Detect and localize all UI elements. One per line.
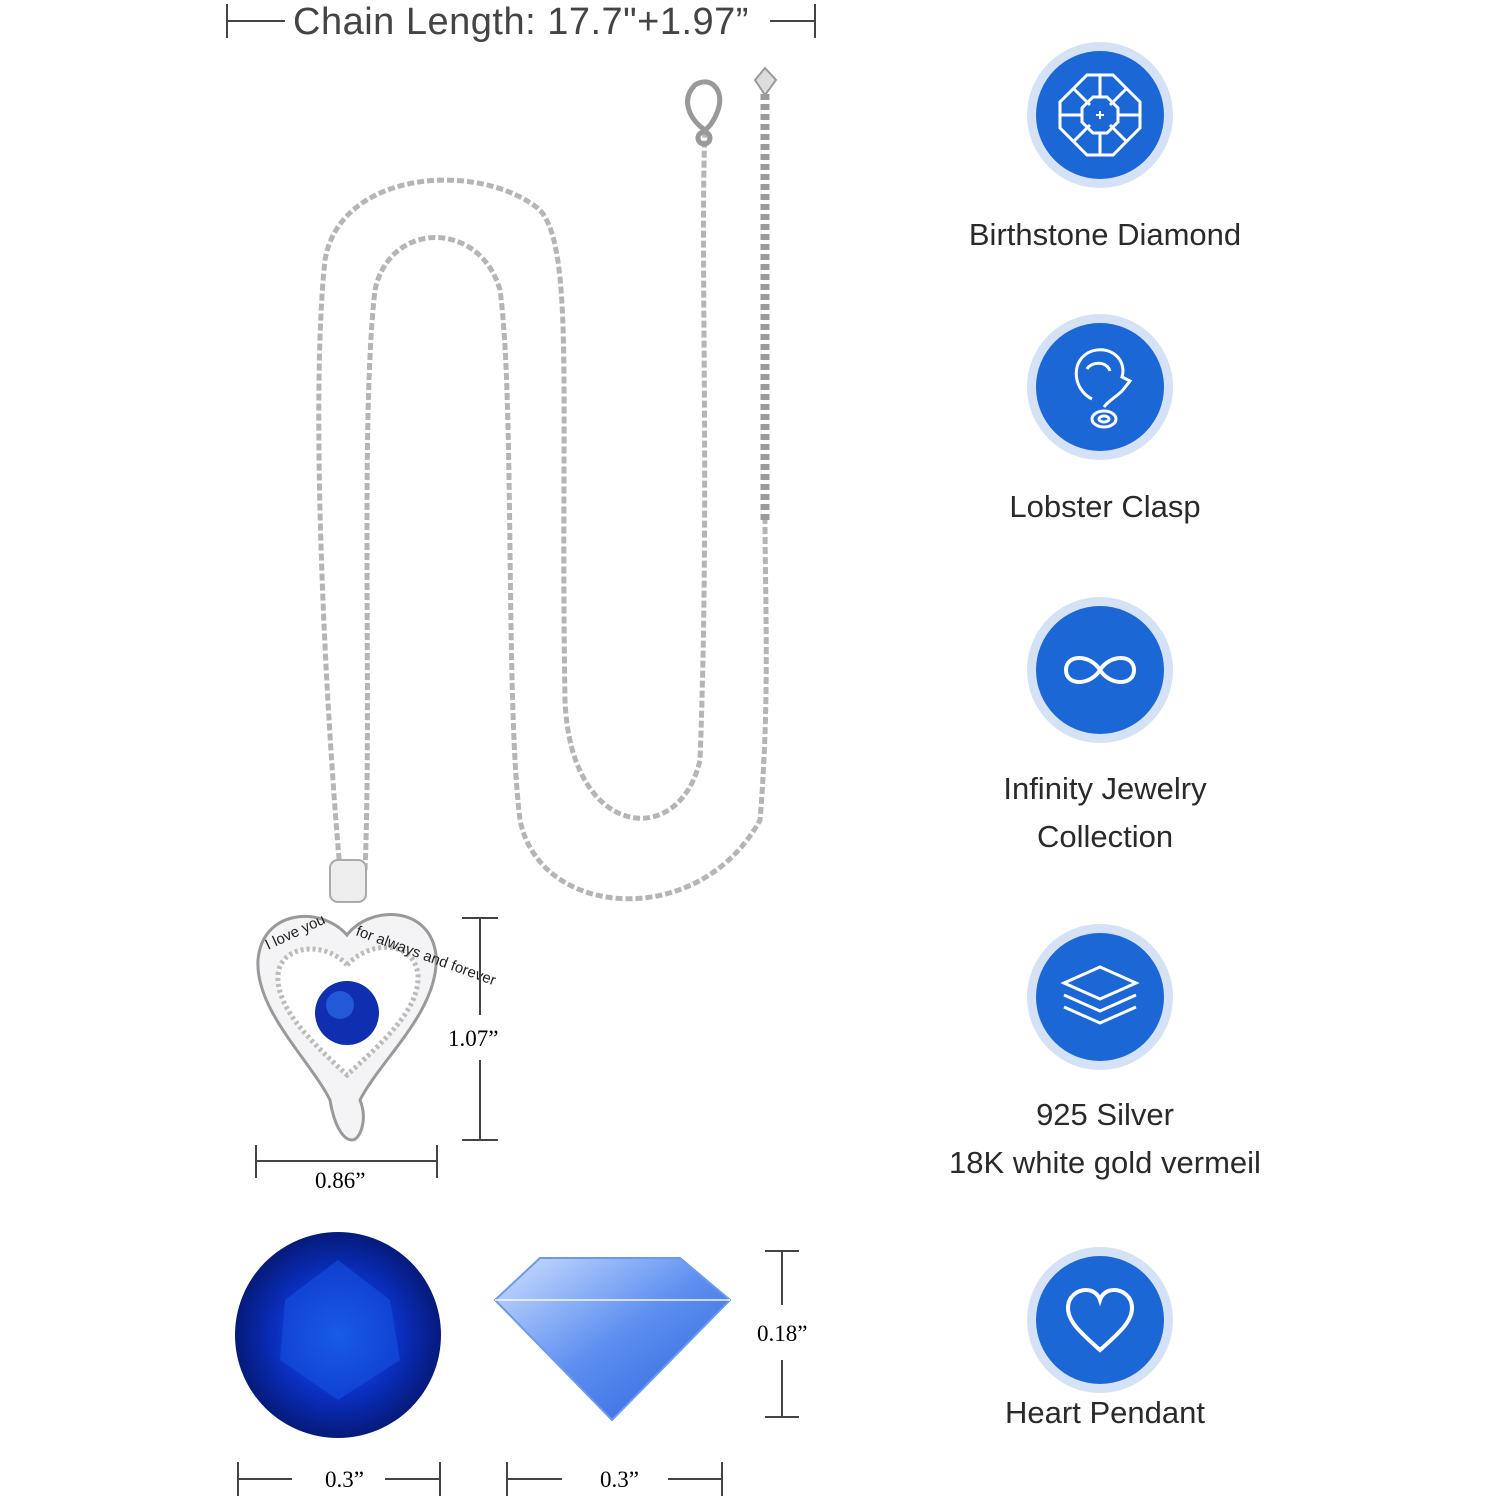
feature-badge-infinity xyxy=(1027,597,1173,743)
tag-charm xyxy=(753,66,778,97)
stone-dimensions xyxy=(237,1250,799,1496)
feature-label-clasp: Lobster Clasp xyxy=(1009,489,1201,524)
side-stone-width-label: 0.3” xyxy=(600,1467,639,1492)
feature-badge-birthstone xyxy=(1027,42,1173,188)
feature-label-infinity: Infinity Jewelry Collection xyxy=(900,765,1310,861)
feature-label-silver: 925 Silver 18K white gold vermeil xyxy=(900,1091,1310,1187)
feature-label-silver-line1: 925 Silver xyxy=(1036,1097,1174,1132)
heart-pendant: I love you for always and forever xyxy=(256,859,498,1142)
chain-length-bracket xyxy=(226,4,816,38)
chain xyxy=(316,90,770,902)
infinity-icon xyxy=(1063,656,1137,684)
feature-badge-heart xyxy=(1027,1247,1173,1393)
feature-label-silver-line2: 18K white gold vermeil xyxy=(949,1145,1261,1180)
feature-label-infinity-line1: Infinity Jewelry xyxy=(1003,771,1207,806)
heart-icon xyxy=(1065,1287,1135,1353)
feature-label-birthstone: Birthstone Diamond xyxy=(968,217,1242,252)
lobster-clasp-icon xyxy=(1074,348,1133,429)
lobster-clasp xyxy=(685,79,723,147)
pendant-width-label: 0.86” xyxy=(315,1168,365,1193)
feature-label-heart: Heart Pendant xyxy=(1005,1395,1205,1430)
pendant-height-label: 1.07” xyxy=(448,1026,498,1051)
chain-length-title: Chain Length: 17.7"+1.97” xyxy=(293,0,749,43)
feature-label-infinity-line2: Collection xyxy=(1036,819,1174,854)
octagon-gem-icon xyxy=(1058,73,1142,157)
pendant-dimensions xyxy=(255,917,498,1178)
layers-icon xyxy=(1060,965,1140,1025)
round-stone-width-label: 0.3” xyxy=(325,1467,364,1492)
feature-badge-silver xyxy=(1027,924,1173,1070)
stone-side-view xyxy=(493,1257,732,1422)
side-stone-height-label: 0.18” xyxy=(757,1321,807,1346)
feature-badge-clasp xyxy=(1027,314,1173,460)
